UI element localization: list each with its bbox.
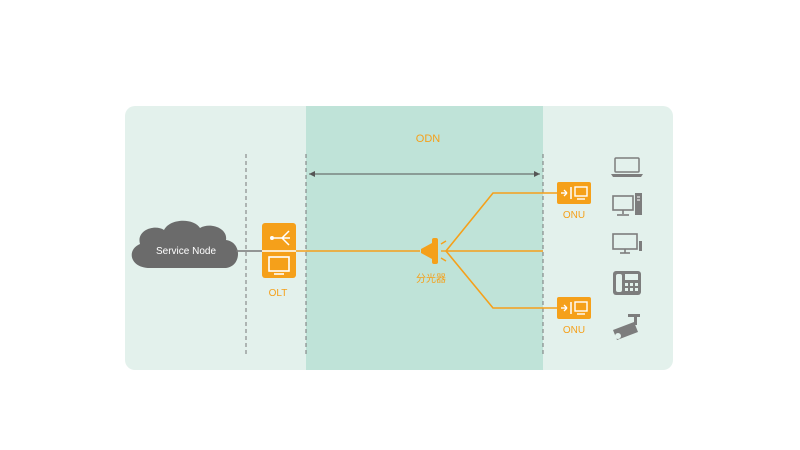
odn-region — [306, 106, 543, 370]
odn-label: ODN — [416, 133, 441, 145]
desktop-computer-icon — [612, 193, 642, 216]
onu-device-top — [557, 182, 591, 204]
service-node-label: Service Node — [156, 246, 216, 257]
branch-line-top — [445, 192, 560, 252]
service-node-cloud: Service Node — [131, 220, 238, 268]
onu-device-bottom — [557, 297, 591, 319]
onu-bottom-label: ONU — [563, 325, 585, 336]
splitter-symbol-icon — [270, 230, 290, 246]
laptop-icon — [611, 157, 643, 177]
monitor-symbol-icon — [268, 256, 290, 275]
olt-label: OLT — [269, 288, 288, 299]
olt-device — [262, 223, 296, 278]
security-camera-icon — [613, 314, 640, 340]
telephone-icon — [613, 271, 641, 295]
onu-top-label: ONU — [563, 210, 585, 221]
branch-line-bottom — [445, 250, 560, 309]
splitter-label: 分光器 — [416, 272, 446, 285]
odn-span-arrow — [309, 171, 540, 177]
tv-monitor-icon — [612, 233, 642, 254]
